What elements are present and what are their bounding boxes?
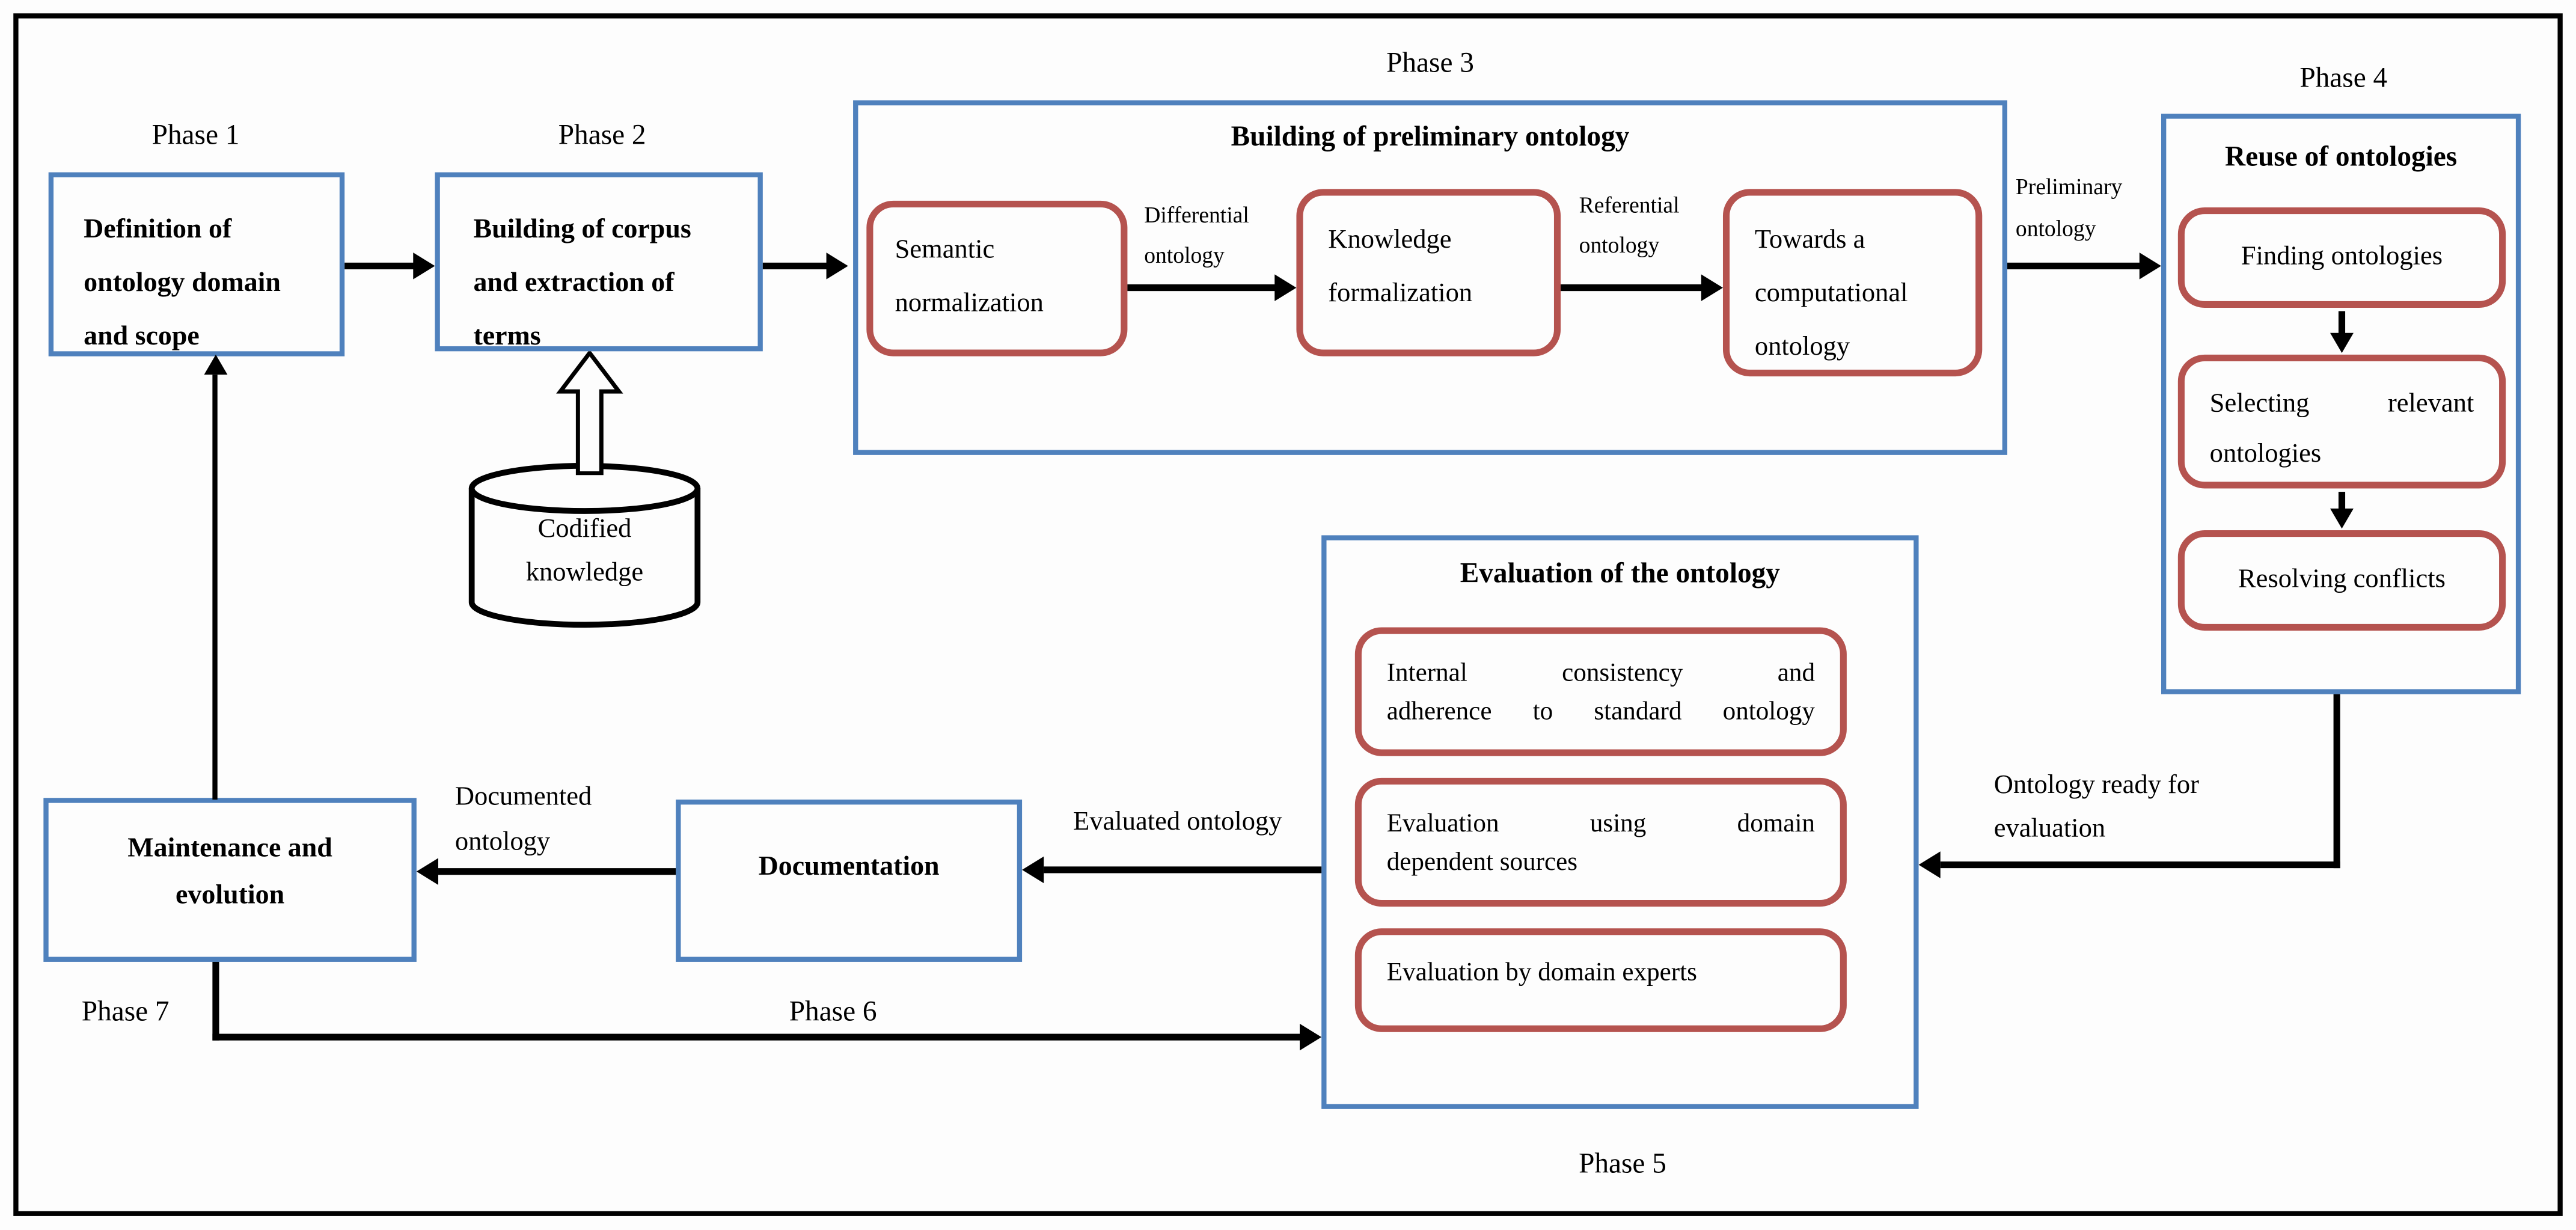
resolving-conflicts-text: Resolving conflicts	[2238, 565, 2446, 594]
arrow-maintenance-loop-head	[1300, 1023, 1322, 1051]
arrow-finding-to-selecting-shaft	[2338, 311, 2346, 337]
finding-ontologies-box: Finding ontologies	[2177, 207, 2506, 308]
arrow-phase1-to-phase2-head	[413, 252, 435, 280]
ontology-ready-label: Ontology ready for evaluation	[1994, 765, 2270, 852]
arrow-phase4-to-phase5-head	[1918, 851, 1941, 878]
arrow-phase4-to-phase5-horizontal	[1940, 861, 2340, 869]
corpus-line-2: and extraction of	[473, 266, 675, 298]
phase4-title: Reuse of ontologies	[2224, 140, 2458, 173]
differential-ontology-label: Differential ontology	[1144, 196, 1288, 277]
knowledge-line-1: Knowledge	[1328, 225, 1452, 254]
definition-line-1: Definition of	[84, 212, 232, 245]
domain-line-1: Evaluation using domain	[1386, 809, 1816, 839]
knowledge-formalization-box: Knowledge formalization	[1296, 189, 1561, 356]
preliminary-line-2: ontology	[2015, 215, 2096, 241]
arrow-phase4-to-phase5-vertical	[2333, 694, 2340, 869]
experts-text: Evaluation by domain experts	[1386, 958, 1697, 987]
arrow-documentation-to-maintenance-head	[416, 858, 439, 885]
differential-line-1: Differential	[1144, 202, 1249, 228]
towards-computational-ontology-box: Towards a computational ontology	[1722, 189, 1983, 377]
preliminary-ontology-label: Preliminary ontology	[2016, 165, 2174, 249]
semantic-normalization-box: Semantic normalization	[866, 200, 1128, 356]
arrow-finding-to-selecting-head	[2330, 332, 2354, 353]
arrow-phase3-to-phase4-head	[2139, 252, 2161, 280]
arrow-maintenance-loop-vertical	[212, 961, 219, 1041]
phase1-label: Phase 1	[151, 118, 240, 151]
open-arrow-up-icon	[556, 351, 623, 476]
internal-consistency-box: Internal consistency and adherence to st…	[1354, 627, 1847, 756]
referential-line-2: ontology	[1579, 232, 1660, 258]
phase5-label: Phase 5	[1579, 1147, 1666, 1180]
arrow-semantic-to-knowledge-shaft	[1127, 284, 1277, 292]
computational-line-2: computational	[1754, 279, 1908, 308]
arrow-knowledge-to-computational-shaft	[1561, 284, 1703, 292]
semantic-line-1: Semantic	[895, 236, 995, 265]
definition-line-3: and scope	[84, 319, 200, 352]
phase3-label: Phase 3	[1386, 46, 1474, 79]
domain-line-2: dependent sources	[1386, 848, 1578, 877]
documentation-box: Documentation	[676, 800, 1023, 962]
documented-ontology-label: Documented ontology	[455, 774, 647, 864]
phase4-label: Phase 4	[2299, 61, 2388, 94]
corpus-line-1: Building of corpus	[473, 212, 691, 245]
internal-line-1: Internal consistency and	[1386, 659, 1816, 688]
documented-line-2: ontology	[454, 828, 551, 857]
computational-line-1: Towards a	[1754, 225, 1865, 254]
differential-line-2: ontology	[1144, 242, 1225, 268]
arrow-selecting-to-resolving-shaft	[2338, 492, 2346, 512]
arrow-phase3-to-phase4-shaft	[2007, 262, 2141, 269]
arrow-semantic-to-knowledge-head	[1274, 274, 1297, 301]
arrow-phase1-to-phase2-shaft	[344, 262, 417, 269]
diagram-outer-frame	[13, 13, 2563, 1216]
selecting-line-1: Selecting relevant	[2209, 390, 2474, 418]
ready-line-2: evaluation	[1993, 815, 2106, 843]
maintenance-line-1: Maintenance and	[127, 831, 332, 863]
evaluated-ontology-label: Evaluated ontology	[1073, 807, 1282, 837]
selecting-relevant-ontologies-box: Selecting relevant ontologies	[2177, 354, 2506, 489]
cylinder-line-2: knowledge	[525, 558, 644, 587]
arrow-phase2-to-phase3-shaft	[762, 262, 830, 269]
ready-line-1: Ontology ready for	[1993, 771, 2199, 800]
referential-line-1: Referential	[1579, 192, 1680, 218]
phase3-title: Building of preliminary ontology	[1231, 120, 1630, 153]
building-corpus-box: Building of corpus and extraction of ter…	[435, 172, 763, 352]
preliminary-line-1: Preliminary	[2015, 174, 2123, 200]
definition-box-text: Definition of ontology domain and scope	[54, 177, 340, 363]
semantic-line-2: normalization	[895, 289, 1044, 318]
maintenance-line-2: evolution	[176, 878, 285, 910]
phase7-label: Phase 7	[81, 995, 170, 1027]
arrow-phase5-to-documentation-shaft	[1044, 866, 1322, 874]
definition-line-2: ontology domain	[84, 266, 281, 298]
computational-line-3: ontology	[1754, 332, 1850, 362]
finding-ontologies-text: Finding ontologies	[2241, 242, 2443, 271]
documented-line-1: Documented	[454, 783, 592, 812]
arrow-maintenance-loop-horizontal	[212, 1033, 1302, 1041]
codified-knowledge-text: Codified knowledge	[472, 509, 698, 596]
building-corpus-text: Building of corpus and extraction of ter…	[440, 177, 758, 363]
arrow-maintenance-to-phase1-shaft	[212, 375, 218, 800]
phase6-label: Phase 6	[789, 995, 877, 1027]
arrow-selecting-to-resolving-head	[2330, 508, 2354, 529]
internal-line-2: adherence to standard ontology	[1386, 697, 1816, 726]
selecting-line-2: ontologies	[2209, 439, 2322, 469]
arrow-maintenance-to-phase1-head	[204, 354, 228, 375]
referential-ontology-label: Referential ontology	[1579, 186, 1720, 266]
codified-knowledge-cylinder-icon	[468, 463, 701, 628]
corpus-line-3: terms	[473, 319, 541, 352]
phase5-title: Evaluation of the ontology	[1460, 557, 1780, 589]
phase2-label: Phase 2	[558, 118, 646, 151]
documentation-text: Documentation	[758, 849, 940, 882]
knowledge-line-2: formalization	[1328, 279, 1473, 308]
maintenance-evolution-box: Maintenance and evolution	[43, 798, 417, 962]
arrow-phase5-to-documentation-head	[1022, 856, 1044, 884]
arrow-phase2-to-phase3-head	[826, 252, 848, 280]
maintenance-text: Maintenance and evolution	[49, 803, 412, 919]
evaluation-domain-experts-box: Evaluation by domain experts	[1354, 928, 1847, 1032]
cylinder-line-1: Codified	[537, 515, 632, 544]
resolving-conflicts-box: Resolving conflicts	[2177, 530, 2506, 631]
evaluation-domain-sources-box: Evaluation using domain dependent source…	[1354, 777, 1847, 907]
arrow-knowledge-to-computational-head	[1701, 274, 1723, 301]
definition-of-ontology-domain-box: Definition of ontology domain and scope	[48, 172, 345, 356]
arrow-documentation-to-maintenance-shaft	[438, 868, 676, 875]
